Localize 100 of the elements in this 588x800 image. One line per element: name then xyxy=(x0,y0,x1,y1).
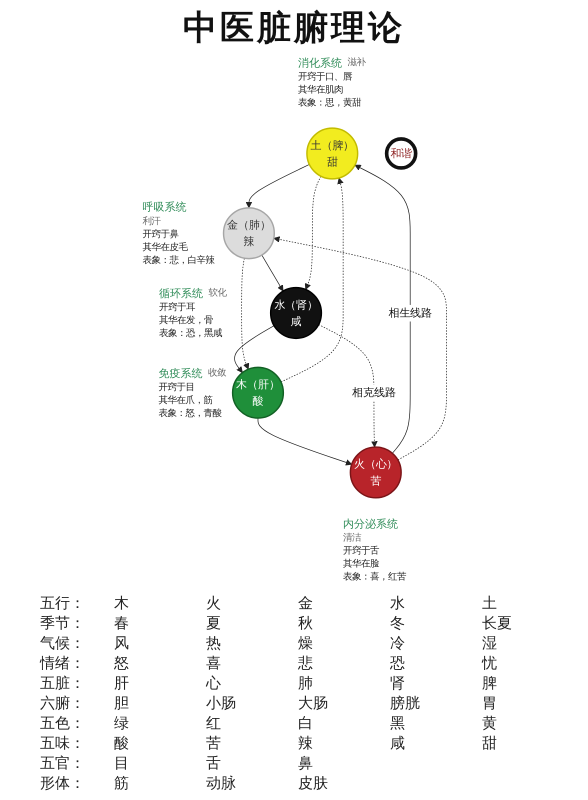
title: 中医脏腑理论 xyxy=(182,7,406,50)
effect-label: 收敛 xyxy=(208,367,226,378)
table-value: 热 xyxy=(206,633,221,653)
effect-label: 软化 xyxy=(208,288,226,299)
row-label: 六腑： xyxy=(40,693,85,713)
table-value: 恐 xyxy=(390,653,405,673)
effect-label: 清洁 xyxy=(342,532,360,544)
table-value: 皮肤 xyxy=(298,773,328,793)
table-value: 肾 xyxy=(390,673,405,693)
note-text: 其华在脸 xyxy=(342,558,378,570)
effect-label: 滋补 xyxy=(347,57,366,68)
arrow xyxy=(304,176,321,290)
table-value: 黑 xyxy=(390,713,405,733)
node-circle: 火（心） 苦 xyxy=(349,446,402,499)
table-value: 绿 xyxy=(114,713,129,733)
table-value: 小肠 xyxy=(206,693,236,713)
table-value: 红 xyxy=(206,713,221,733)
table-value: 苦 xyxy=(206,733,221,753)
note-text: 表象：悲，白辛辣 xyxy=(142,254,214,266)
note-text: 开窍于舌 xyxy=(342,546,378,557)
table-value: 怒 xyxy=(114,653,129,673)
arrow xyxy=(273,236,446,460)
row-label: 形体： xyxy=(40,773,85,793)
node-circle: 土（脾） 甜 xyxy=(306,127,358,180)
system-label: 内分泌系统 xyxy=(342,518,398,531)
row-label: 五色： xyxy=(40,713,85,733)
table-value: 木 xyxy=(114,593,129,613)
node-circle: 水（肾） 咸 xyxy=(270,286,322,340)
table-value: 肝 xyxy=(114,673,129,693)
row-label: 季节： xyxy=(40,613,85,633)
table-value: 黄 xyxy=(482,713,497,733)
table-value: 湿 xyxy=(482,633,497,653)
arrow xyxy=(234,325,274,373)
arrow xyxy=(318,324,378,448)
table-value: 秋 xyxy=(298,613,313,633)
table-value: 动脉 xyxy=(206,773,236,793)
table-value: 夏 xyxy=(206,613,221,633)
table-value: 目 xyxy=(114,753,129,773)
arrow xyxy=(257,418,352,466)
arrow xyxy=(280,178,344,382)
table-value: 辣 xyxy=(298,733,313,753)
table-value: 鼻 xyxy=(298,753,313,773)
table-value: 冬 xyxy=(390,613,405,633)
table-value: 春 xyxy=(114,613,129,633)
effect-label: 利汗 xyxy=(142,216,160,227)
note-text: 其华在皮毛 xyxy=(142,242,187,253)
table-value: 悲 xyxy=(298,653,313,673)
row-label: 五官： xyxy=(40,753,85,773)
node-circle: 金（肺） 辣 xyxy=(222,207,275,260)
note-text: 开窍于口、唇 xyxy=(298,72,352,83)
table-value: 胆 xyxy=(114,693,129,713)
arrow xyxy=(240,258,249,370)
table-value: 白 xyxy=(298,713,313,733)
table-value: 胃 xyxy=(482,693,497,713)
row-label: 情绪： xyxy=(40,653,85,673)
arrow xyxy=(245,164,310,208)
table-value: 喜 xyxy=(206,653,221,673)
edge-label: 相生线路 xyxy=(388,306,432,320)
table-value: 酸 xyxy=(114,733,129,753)
table-value: 风 xyxy=(114,633,129,653)
table-value: 冷 xyxy=(390,633,405,653)
table-value: 脾 xyxy=(482,673,497,693)
table-value: 肺 xyxy=(298,673,313,693)
note-text: 表象：怒，青酸 xyxy=(158,408,222,419)
note-text: 开窍于鼻 xyxy=(142,228,178,240)
edge-label: 相克线路 xyxy=(352,386,396,400)
system-label: 循环系统 xyxy=(158,287,203,300)
arrow xyxy=(354,164,410,454)
table-value: 土 xyxy=(482,593,497,613)
table-value: 甜 xyxy=(482,733,497,753)
table-value: 咸 xyxy=(390,733,405,753)
system-label: 免疫系统 xyxy=(158,366,202,380)
note-text: 开窍于目 xyxy=(158,382,194,393)
table-value: 燥 xyxy=(298,633,313,653)
table-value: 金 xyxy=(298,593,313,613)
note-text: 表象：喜，红苦 xyxy=(342,572,406,583)
note-text: 其华在发，骨 xyxy=(158,315,213,326)
table-value: 水 xyxy=(390,593,405,613)
row-label: 五味： xyxy=(40,733,85,753)
table-value: 筋 xyxy=(114,773,129,793)
note-text: 其华在爪，筋 xyxy=(158,394,212,406)
note-text: 表象：思，黄甜 xyxy=(298,98,361,109)
table-value: 心 xyxy=(206,673,221,693)
node-circle: 木（肝） 酸 xyxy=(231,366,284,419)
system-label: 呼吸系统 xyxy=(142,200,186,214)
table-value: 大肠 xyxy=(298,693,328,713)
arrow xyxy=(261,254,283,292)
table-value: 火 xyxy=(206,593,221,613)
row-label: 五脏： xyxy=(40,673,85,693)
table-value: 膀胱 xyxy=(390,693,420,713)
table-value: 忧 xyxy=(482,653,497,673)
row-label: 气候： xyxy=(40,633,85,653)
row-label: 五行： xyxy=(40,593,85,613)
note-text: 表象：恐，黑咸 xyxy=(158,328,222,340)
note-text: 其华在肌肉 xyxy=(298,84,343,96)
node-circle: 和谐 xyxy=(384,137,418,170)
system-label: 消化系统 xyxy=(298,56,342,70)
table-value: 长夏 xyxy=(482,613,512,633)
note-text: 开窍于耳 xyxy=(158,302,195,314)
table-value: 舌 xyxy=(206,753,221,773)
